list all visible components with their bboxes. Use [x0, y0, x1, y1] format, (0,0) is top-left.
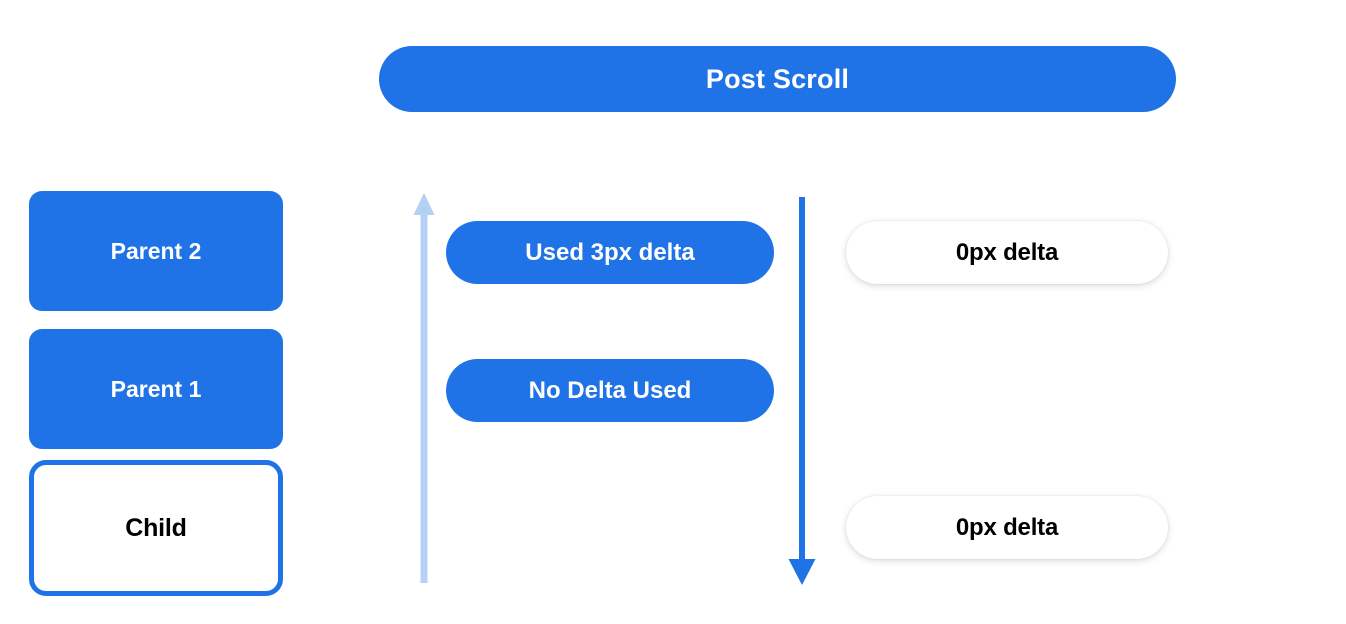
post-scroll-banner: Post Scroll [379, 46, 1176, 112]
pill-label: 0px delta [955, 238, 1059, 266]
banner-title: Post Scroll [705, 63, 850, 94]
pill-delta-top: 0px delta [846, 221, 1168, 284]
arrow-up-icon [413, 193, 435, 583]
node-parent-2: Parent 2 [29, 191, 283, 311]
node-label: Child [125, 513, 187, 542]
pill-label: 0px delta [955, 513, 1059, 541]
pill-no-delta: No Delta Used [446, 359, 774, 422]
node-label: Parent 2 [110, 237, 202, 264]
pill-used-delta: Used 3px delta [446, 221, 774, 284]
pill-label: No Delta Used [528, 376, 692, 404]
pill-label: Used 3px delta [525, 238, 695, 266]
arrow-down-icon [788, 197, 816, 585]
node-child: Child [29, 460, 283, 596]
pill-delta-bottom: 0px delta [846, 496, 1168, 559]
node-parent-1: Parent 1 [29, 329, 283, 449]
node-label: Parent 1 [110, 375, 202, 402]
